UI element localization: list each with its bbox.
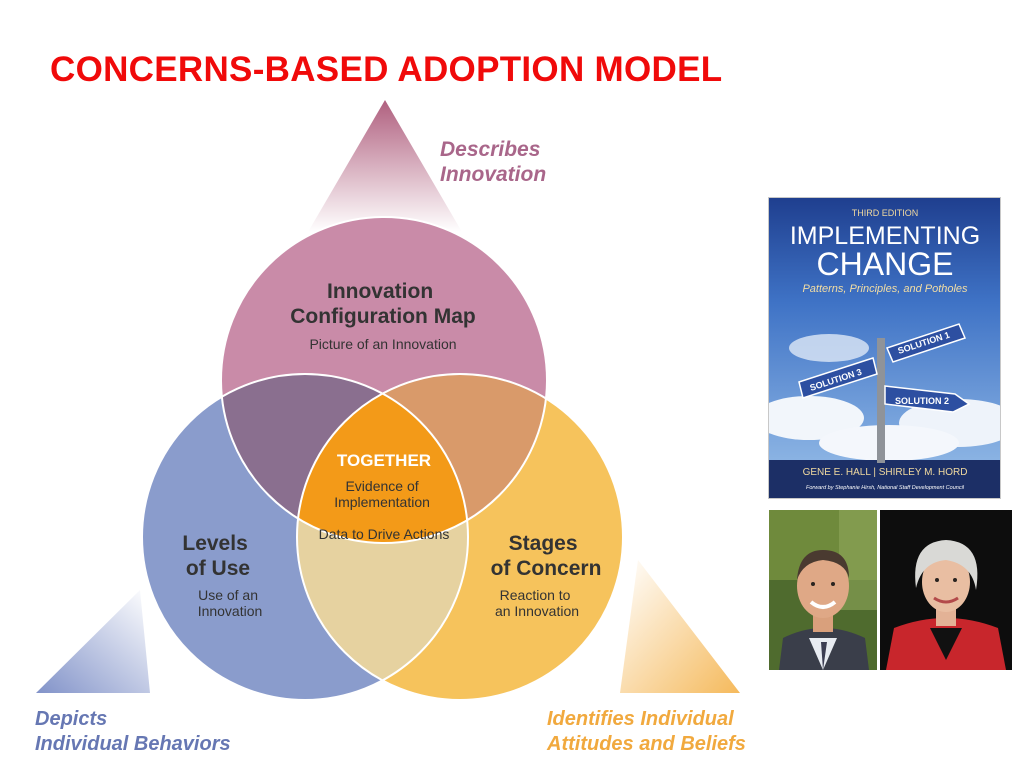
book-edition: THIRD EDITION <box>852 208 919 218</box>
top-circle-title: Innovation Configuration Map <box>290 280 475 328</box>
book-foreword: Forward by Stephanie Hirsh, National Sta… <box>806 485 965 491</box>
triangle-top-corner <box>308 100 462 232</box>
page-title: CONCERNS-BASED ADOPTION MODEL <box>50 50 723 89</box>
woman-hair <box>915 540 978 590</box>
center-lines: Evidence of Implementation Data to Drive… <box>319 478 450 542</box>
man-hair <box>797 550 849 580</box>
cloud-shape <box>769 396 864 440</box>
left-circle-title: Levels of Use <box>182 532 253 580</box>
right-circle-subtitle: Reaction to an Innovation <box>495 587 579 619</box>
left-circle-subtitle: Use of an Innovation <box>198 587 263 619</box>
photo-man <box>769 510 877 670</box>
triangle-right-corner <box>620 560 740 693</box>
label-describes-innovation: Describes Innovation <box>440 138 546 186</box>
sign-solution-1 <box>885 323 967 363</box>
signpost-pole <box>877 338 885 463</box>
book-title-line2: CHANGE <box>817 246 954 282</box>
sign-solution-2 <box>884 385 971 413</box>
book-subtitle: Patterns, Principles, and Potholes <box>802 283 968 295</box>
circle-outline-right <box>296 373 624 701</box>
center-title: TOGETHER <box>337 451 431 470</box>
sign-solution-2-text: SOLUTION 2 <box>895 396 949 406</box>
book-cover: SOLUTION 1 SOLUTION 3 SOLUTION 2 THIRD E… <box>768 197 1001 499</box>
right-circle-title: Stages of Concern <box>491 532 602 580</box>
triangle-left-corner <box>36 590 150 693</box>
label-identifies-attitudes: Identifies Individual Attitudes and Beli… <box>546 708 746 755</box>
top-circle-subtitle: Picture of an Innovation <box>309 336 456 352</box>
book-title-line1: IMPLEMENTING <box>790 222 980 250</box>
book-authors: GENE E. HALL | SHIRLEY M. HORD <box>803 467 968 478</box>
cloud-shape <box>819 425 959 461</box>
circle-outline-top <box>220 216 548 544</box>
cloud-shape <box>789 334 869 362</box>
circle-outline-left <box>141 373 469 701</box>
sign-solution-3 <box>798 357 878 399</box>
man-face <box>797 554 849 618</box>
woman-face <box>922 552 970 612</box>
label-depicts-behaviors: Depicts Individual Behaviors <box>35 708 231 755</box>
photo-woman <box>880 510 1012 670</box>
cbam-diagram: Describes Innovation Depicts Individual … <box>35 100 746 755</box>
